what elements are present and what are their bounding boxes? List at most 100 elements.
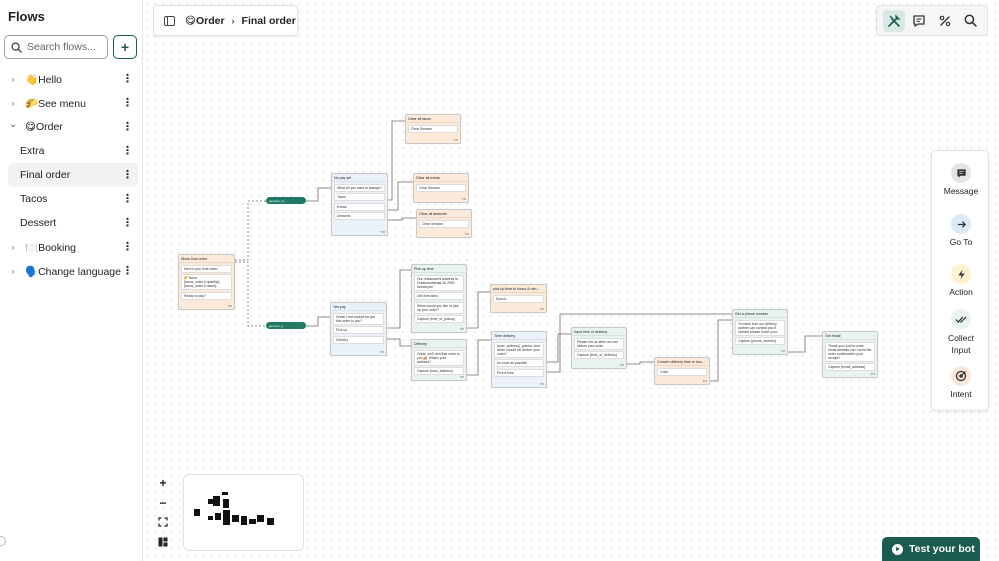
more-options-icon[interactable]: ⋮	[122, 169, 133, 181]
test-bot-label: Test your bot	[909, 543, 975, 555]
more-options-icon[interactable]: ⋮	[122, 265, 133, 277]
variables-button[interactable]	[934, 10, 956, 32]
palette-label: Action	[949, 287, 973, 297]
flow-item-see-menu[interactable]: › 🌮See menu ⋮	[0, 91, 142, 115]
collapse-handle[interactable]	[0, 536, 6, 546]
node-footer: TO	[464, 232, 469, 236]
node-clear-desserts[interactable]: Clear all desserts Clear Session TO	[416, 209, 472, 238]
node-row: Code	[657, 367, 707, 376]
minimap-node	[241, 516, 247, 525]
layout-button[interactable]	[154, 533, 172, 551]
flow-item-label: Extra	[20, 145, 45, 157]
flow-item-dessert[interactable]: Dessert ⋮	[0, 211, 142, 235]
palette-go-to[interactable]: Go To	[932, 214, 990, 247]
node-palette: Message Go To Action Collect Input Inten…	[931, 150, 989, 411]
node-get-email[interactable]: Get email Thank you! And to what email a…	[822, 331, 878, 378]
node-footer: TO	[539, 382, 544, 386]
sidebar-toggle-icon[interactable]	[164, 15, 175, 26]
flow-item-booking[interactable]: › 🍽️Booking ⋮	[0, 235, 142, 259]
node-row: Great, we'll visit that order to you 🚚 W…	[414, 349, 464, 366]
condition-pill[interactable]: goconst_co...	[266, 197, 306, 204]
more-options-icon[interactable]: ⋮	[122, 241, 133, 253]
flow-item-extra[interactable]: Extra ⋮	[0, 139, 142, 163]
flow-item-label: Dessert	[20, 217, 57, 229]
flow-item-tacos[interactable]: Tacos ⋮	[0, 187, 142, 211]
search-input[interactable]	[27, 41, 101, 53]
node-footer: TO	[702, 379, 707, 383]
more-options-icon[interactable]: ⋮	[122, 121, 133, 133]
palette-intent[interactable]: Intent	[932, 366, 990, 399]
node-title: Input time of delivery	[572, 328, 626, 336]
palette-collect-input[interactable]: Collect Input	[932, 309, 990, 356]
node-pick-up-time[interactable]: Pick up time Our restaurant's address is…	[411, 264, 467, 333]
fit-view-button[interactable]	[154, 513, 172, 531]
minimap-node	[194, 509, 200, 516]
test-bot-button[interactable]: Test your bot	[882, 537, 980, 561]
more-options-icon[interactable]: ⋮	[122, 73, 133, 85]
palette-message[interactable]: Message	[932, 163, 990, 196]
flow-canvas[interactable]	[143, 0, 999, 561]
pill-label: goconst_p...	[269, 323, 286, 328]
node-title: Clear all desserts	[417, 210, 471, 218]
node-row: Capture {phone_number}	[735, 337, 785, 345]
search-canvas-button[interactable]	[959, 10, 981, 32]
node-option: Extras	[334, 202, 385, 211]
condition-pill[interactable]: goconst_p...	[266, 322, 306, 329]
flow-item-hello[interactable]: › 👋Hello ⋮	[0, 67, 142, 91]
node-footer: TO	[619, 363, 624, 367]
flow-item-order[interactable]: ⌄ 😋Order ⋮	[0, 115, 142, 139]
palette-action[interactable]: Action	[932, 264, 990, 297]
build-mode-button[interactable]	[882, 9, 905, 32]
node-row: Ready to pay?	[181, 291, 232, 300]
node-option: Tacos	[334, 193, 385, 201]
node-footer: TO	[461, 197, 466, 201]
chevron-right-icon[interactable]: ›	[11, 98, 15, 108]
chevron-right-icon[interactable]: ›	[11, 242, 15, 252]
node-time-delivery[interactable]: Time delivery {user_address}, gotcha. An…	[491, 331, 547, 388]
node-title: Convert delivery time to hou...	[655, 358, 709, 366]
comment-icon	[913, 14, 925, 27]
minimap-node	[222, 492, 228, 495]
more-options-icon[interactable]: ⋮	[122, 145, 133, 157]
node-yes-pay[interactable]: Yes pay Great! How should we get this or…	[330, 302, 387, 356]
node-pick-up-hours[interactable]: pick up time to hours & min... Epoch... …	[490, 284, 547, 313]
node-title: Show final order	[179, 255, 234, 263]
chevron-down-icon[interactable]: ⌄	[9, 119, 18, 130]
comments-button[interactable]	[908, 10, 930, 32]
more-options-icon[interactable]: ⋮	[122, 97, 133, 109]
node-delivery[interactable]: Delivery Great, we'll visit that order t…	[411, 339, 467, 381]
node-convert-time[interactable]: Convert delivery time to hou... Code TO	[654, 357, 710, 385]
zoom-in-button[interactable]: +	[159, 476, 167, 490]
zoom-controls: + −	[153, 474, 173, 551]
breadcrumb-flow[interactable]: 😋Order	[185, 14, 225, 27]
chevron-right-icon[interactable]: ›	[11, 74, 15, 84]
chevron-right-icon[interactable]: ›	[11, 266, 15, 276]
fit-view-icon	[158, 517, 168, 527]
node-row: {user_address}, gotcha. And when should …	[494, 341, 544, 358]
node-show-final-order[interactable]: Show final order Here's your final order…	[178, 254, 235, 310]
minimap[interactable]	[183, 474, 304, 551]
node-input-time[interactable]: Input time of delivery Please tell us wh…	[571, 327, 627, 369]
node-clear-tacos[interactable]: Clear all tacos Clear Session TO	[405, 114, 461, 144]
node-row: Great! How should we get this order to y…	[333, 312, 384, 325]
add-flow-button[interactable]: +	[113, 35, 137, 59]
node-clear-extras[interactable]: Clear all extras Clear Session TO	[413, 173, 469, 203]
node-no-pay-yet[interactable]: No pay yet What do you want to change? T…	[331, 173, 388, 236]
message-icon	[951, 163, 971, 183]
more-options-icon[interactable]: ⋮	[122, 217, 133, 229]
play-icon	[892, 543, 903, 555]
zoom-out-button[interactable]: −	[159, 495, 167, 510]
node-get-phone[interactable]: Get a phone number To make sure our deli…	[732, 309, 788, 355]
search-box[interactable]	[4, 35, 108, 59]
node-row: Clear Session	[416, 183, 466, 192]
node-footer: TO	[780, 349, 785, 353]
node-option: As soon as possible	[494, 359, 544, 367]
node-option: Desserts	[334, 212, 385, 220]
flow-item-change-language[interactable]: › 🗣️Change language ⋮	[0, 259, 142, 283]
minimap-node	[249, 519, 256, 524]
node-title: Delivery	[412, 340, 466, 348]
flow-item-final-order[interactable]: Final order ⋮	[8, 163, 138, 187]
node-row: Our restaurant's address is: Guldbrandst…	[414, 274, 464, 291]
more-options-icon[interactable]: ⋮	[122, 193, 133, 205]
